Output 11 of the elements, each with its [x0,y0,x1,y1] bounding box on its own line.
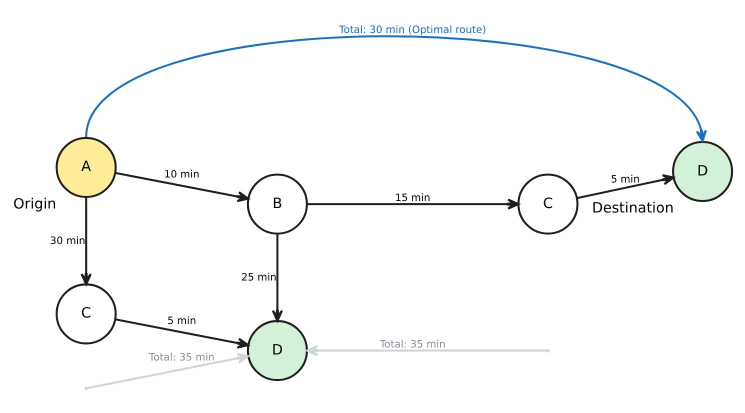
edge-label: 25 min [241,272,277,283]
node-label: Destination [592,200,674,216]
node-label: Origin [13,196,56,212]
edge-label: 5 min [167,316,196,327]
edge-label: 15 min [395,192,430,204]
edge-label: Total: 35 min [148,352,215,364]
edge-label: 30 min [50,235,86,246]
edge-label: Total: 35 min [380,339,446,350]
edge-label: Total: 30 min (Optimal route) [339,24,486,36]
edge-label: 10 min [164,169,200,180]
edge-label: 5 min [610,174,640,186]
